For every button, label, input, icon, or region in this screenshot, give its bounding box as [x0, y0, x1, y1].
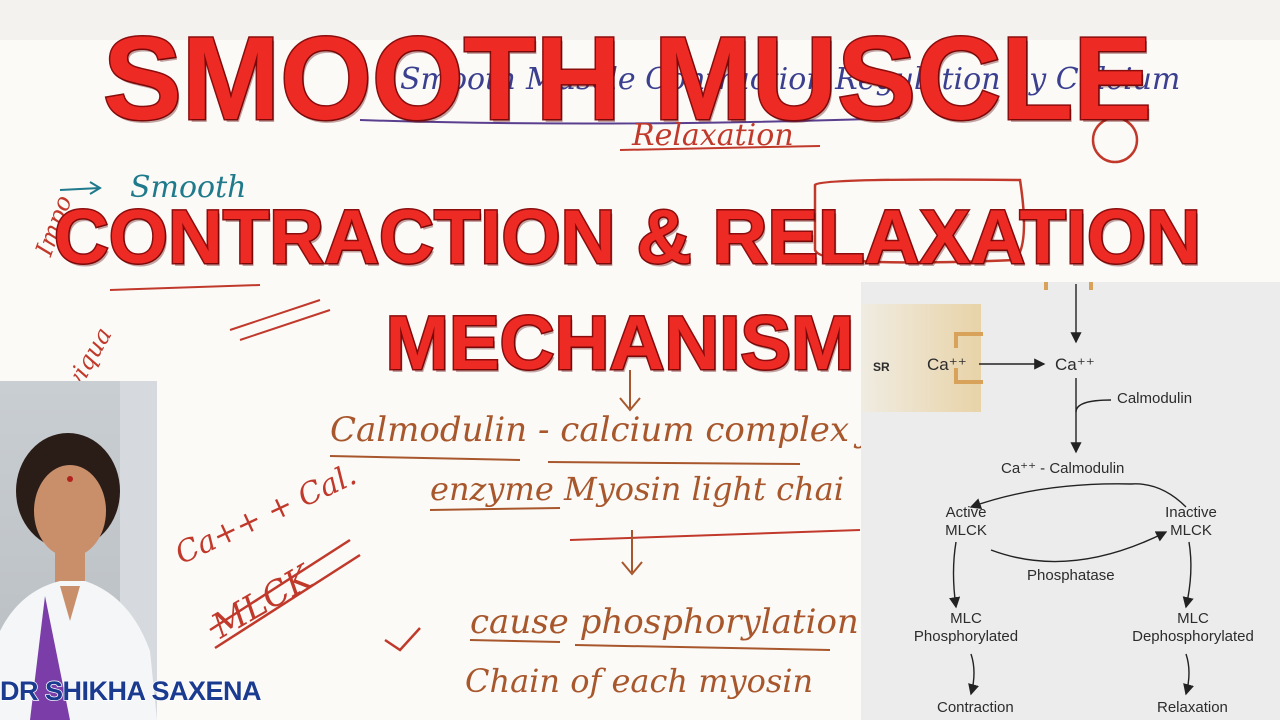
notes-chain-line: Chain of each myosin [465, 662, 814, 700]
label-inactive: Inactive [1165, 504, 1217, 521]
presenter-video [0, 381, 157, 720]
label-mlc-phosphorylated: MLC Phosphorylated [901, 610, 1031, 646]
sarcoplasmic-reticulum [861, 304, 981, 412]
presenter-name: DR SHIKHA SAXENA [0, 675, 262, 707]
label-phosphatase: Phosphatase [1027, 567, 1115, 584]
title-line-1: SMOOTH MUSCLE [102, 13, 1154, 146]
label-active-mlck-text: MLCK [945, 522, 987, 539]
label-ca-calmodulin: Ca⁺⁺ - Calmodulin [1001, 460, 1125, 477]
notes-enzyme-line: enzyme Myosin light chai [430, 470, 844, 508]
label-sr: SR [873, 360, 890, 374]
notes-cause-line: cause phosphorylation of [470, 602, 903, 642]
title-line-2: CONTRACTION & RELAXATION [53, 194, 1203, 281]
label-ca-left: Ca⁺⁺ [927, 355, 967, 374]
label-mlc-left: MLC [950, 610, 982, 627]
title-line-3: MECHANISM [384, 300, 856, 387]
label-mlc-dephosphorylated: MLC Dephosphorylated [1113, 610, 1273, 646]
calcium-calmodulin-diagram: SR Ca⁺⁺ Ca⁺⁺ Calmodulin Ca⁺⁺ - Calmoduli… [861, 282, 1280, 720]
notes-relaxation: Relaxation [632, 118, 794, 153]
label-inactive-mlck-text: MLCK [1170, 522, 1212, 539]
presenter-avatar [0, 381, 157, 720]
label-mlc-right: MLC [1177, 610, 1209, 627]
label-ca-right: Ca⁺⁺ [1055, 355, 1095, 374]
label-phosphorylated: Phosphorylated [913, 628, 1019, 645]
notes-calmodulin-line: Calmodulin - calcium complex jo [330, 410, 891, 450]
diagram-arrows [949, 282, 1194, 696]
label-dephosphorylated: Dephosphorylated [1132, 628, 1254, 645]
label-active: Active [945, 504, 987, 521]
label-inactive-mlck: Inactive MLCK [1146, 504, 1236, 540]
notes-heading: Smooth Muscle Contraction Regulation by … [400, 62, 1181, 97]
toolbar-strip [0, 0, 1280, 40]
label-active-mlck: Active MLCK [921, 504, 1011, 540]
label-relaxation: Relaxation [1157, 699, 1228, 716]
label-contraction: Contraction [937, 699, 1014, 716]
notes-left-smooth: Smooth [130, 170, 247, 205]
label-calmodulin: Calmodulin [1117, 390, 1193, 407]
